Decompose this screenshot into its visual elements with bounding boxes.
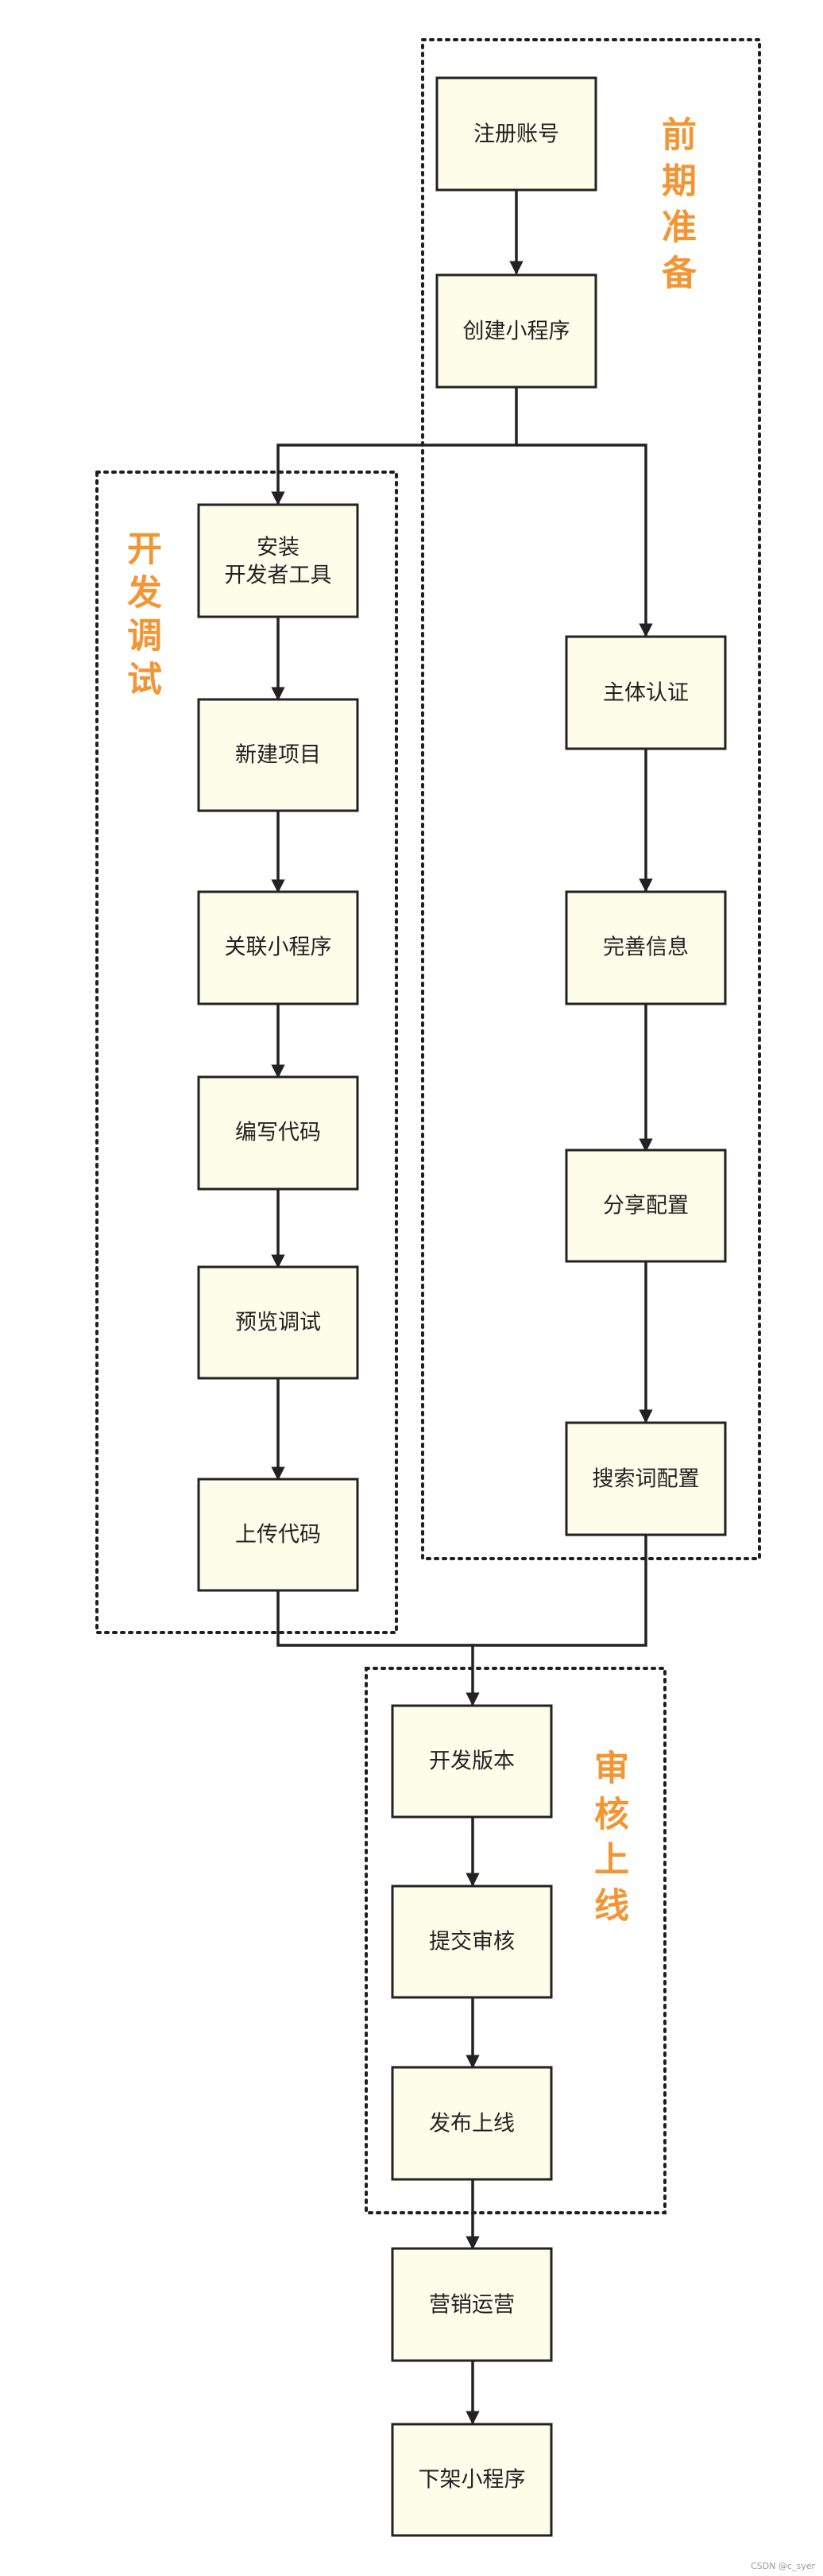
- group-label-prep: 前: [662, 115, 697, 156]
- node-auth: 主体认证: [565, 635, 727, 750]
- group-frame-review: [365, 1667, 667, 2214]
- node-create-label: 创建小程序: [463, 320, 570, 344]
- connector: [271, 387, 518, 506]
- group-label-review: 审: [594, 1749, 629, 1789]
- node-new-project: 新建项目: [197, 698, 359, 812]
- node-link: 关联小程序: [197, 890, 359, 1005]
- group-label-dev: 发: [127, 573, 162, 614]
- node-code-label: 编写代码: [235, 1121, 321, 1145]
- node-create: 创建小程序: [435, 273, 597, 389]
- connector: [276, 1590, 473, 1647]
- node-dev-version-label: 开发版本: [429, 1749, 515, 1774]
- connectors: [271, 191, 653, 2425]
- node-upload-label: 上传代码: [235, 1523, 321, 1548]
- node-marketing-label: 营销运营: [429, 2293, 515, 2318]
- node-publish: 发布上线: [391, 2066, 553, 2181]
- node-info: 完善信息: [565, 890, 727, 1005]
- node-marketing: 营销运营: [391, 2247, 553, 2362]
- node-preview-label: 预览调试: [235, 1311, 321, 1335]
- node-link-label: 关联小程序: [225, 935, 332, 960]
- group-label-dev: 开: [127, 529, 162, 570]
- watermark: CSDN @c_syer: [751, 2561, 815, 2571]
- node-info-label: 完善信息: [603, 935, 689, 960]
- group-label-dev: 调: [127, 616, 162, 657]
- connector: [516, 444, 653, 637]
- group-label-review: 线: [594, 1886, 629, 1927]
- node-remove-label: 下架小程序: [419, 2468, 526, 2493]
- node-auth-label: 主体认证: [603, 681, 689, 706]
- node-install-label: 安装: [257, 536, 299, 560]
- connector: [466, 1535, 647, 1706]
- group-label-prep: 备: [662, 254, 697, 294]
- node-remove: 下架小程序: [391, 2423, 553, 2537]
- group-label-prep: 期: [662, 161, 697, 202]
- node-preview: 预览调试: [197, 1265, 359, 1380]
- node-install: 安装 开发者工具: [197, 503, 359, 618]
- node-upload: 上传代码: [197, 1478, 359, 1592]
- group-frame-dev: [95, 471, 398, 1634]
- node-install-label: 开发者工具: [225, 564, 332, 588]
- node-new-project-label: 新建项目: [235, 743, 321, 768]
- node-search: 搜索词配置: [565, 1421, 727, 1536]
- node-share-label: 分享配置: [603, 1194, 689, 1218]
- group-label-dev: 试: [127, 660, 162, 700]
- group-label-review: 上: [594, 1840, 629, 1881]
- node-register: 注册账号: [435, 76, 597, 192]
- group-label-prep: 准: [662, 207, 697, 248]
- node-code: 编写代码: [197, 1075, 359, 1191]
- node-register-label: 注册账号: [473, 122, 559, 147]
- group-label-review: 核: [594, 1795, 629, 1835]
- node-search-label: 搜索词配置: [593, 1467, 700, 1492]
- node-publish-label: 发布上线: [429, 2112, 515, 2136]
- node-submit-label: 提交审核: [429, 1930, 515, 1954]
- group-frame-prep: [421, 38, 761, 1560]
- node-dev-version: 开发版本: [391, 1704, 553, 1819]
- node-share: 分享配置: [565, 1149, 727, 1263]
- node-submit: 提交审核: [391, 1885, 553, 1999]
